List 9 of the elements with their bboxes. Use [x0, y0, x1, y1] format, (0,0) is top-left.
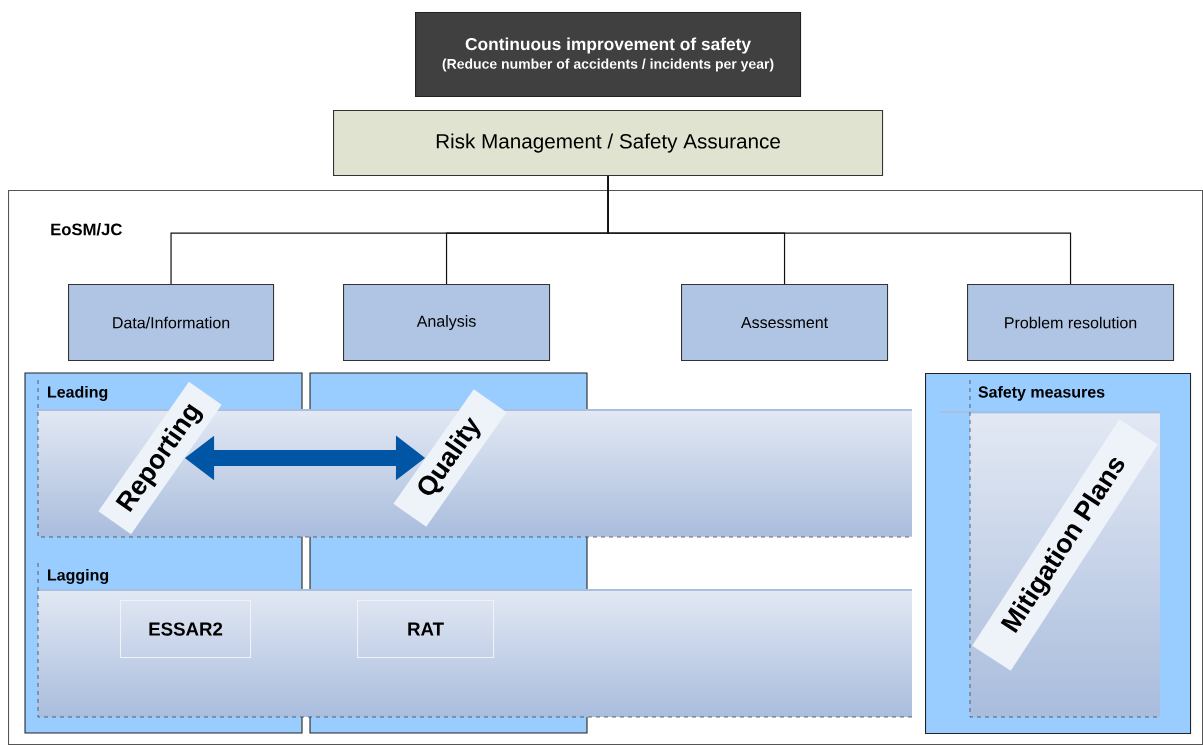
system-box: RAT: [357, 600, 495, 659]
category-box: Problem resolution: [967, 284, 1175, 362]
process-box: Risk Management / Safety Assurance: [333, 110, 884, 177]
goal-box: Continuous improvement of safety (Reduce number of accidents / incidents per year): [415, 12, 802, 98]
system-box: ESSAR2: [120, 600, 252, 659]
connector-line: [607, 175, 1072, 285]
category-box: Analysis: [343, 284, 551, 362]
category-box: Data/Information: [68, 284, 275, 362]
category-box: Assessment: [681, 284, 889, 362]
